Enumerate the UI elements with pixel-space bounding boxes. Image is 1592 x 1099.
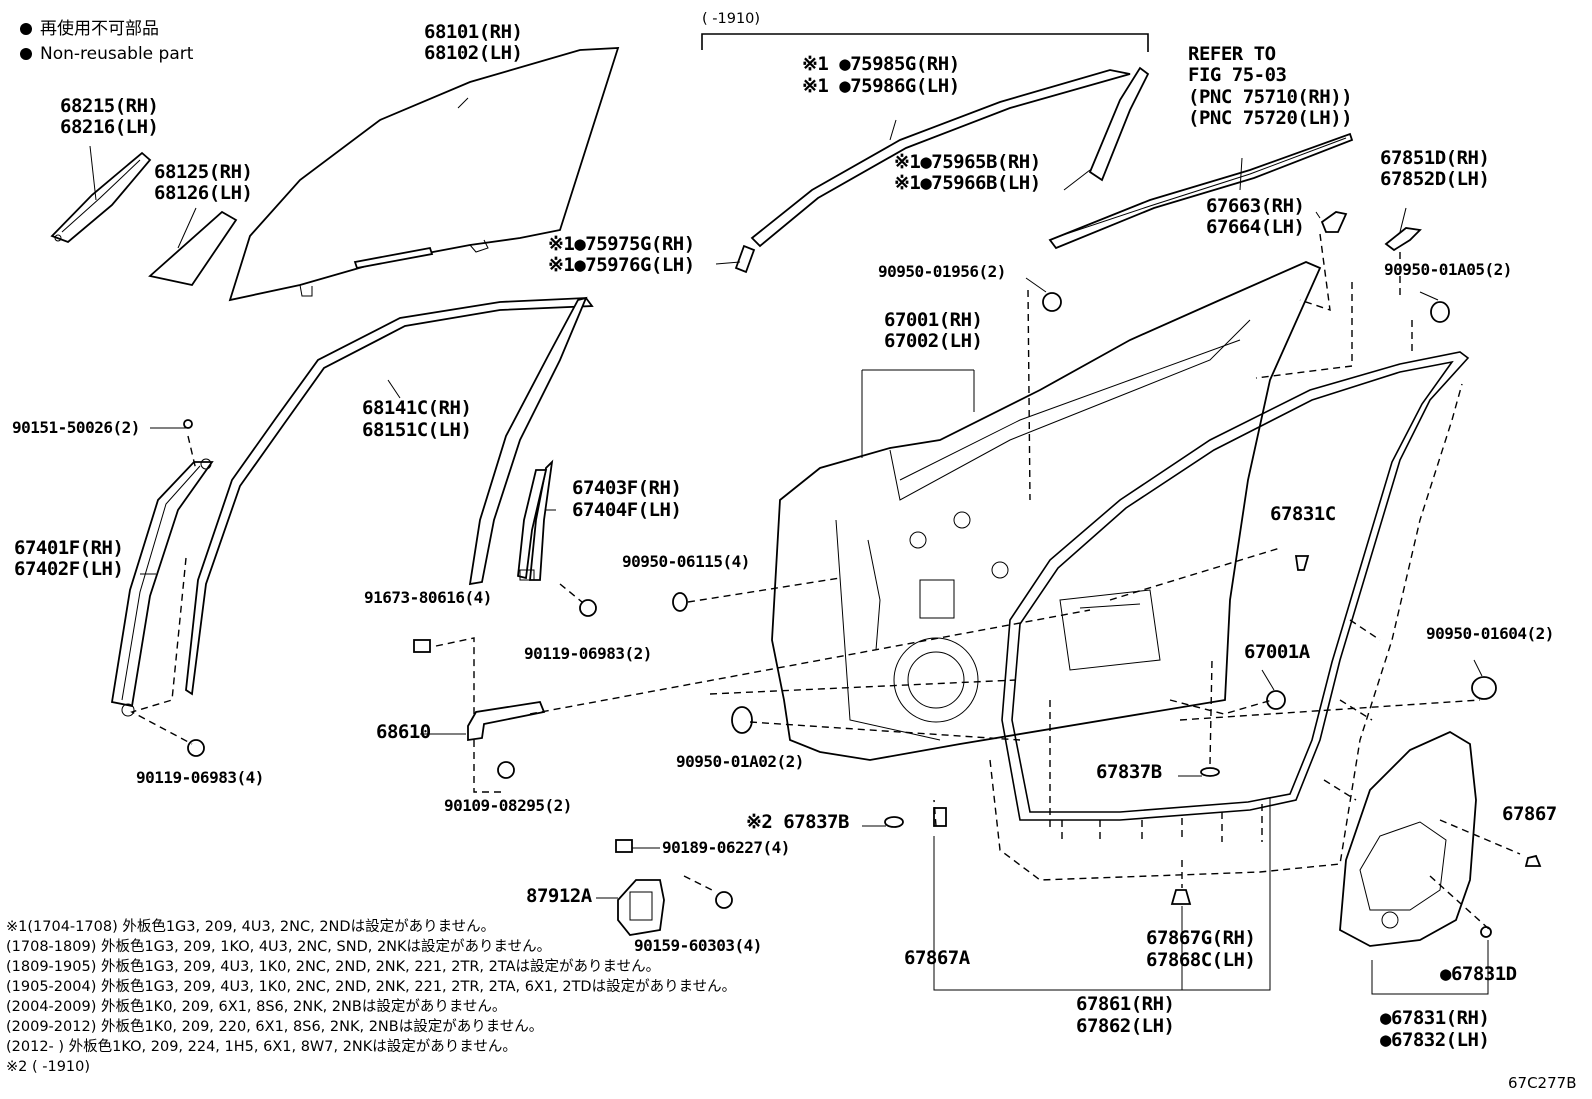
- part-label[interactable]: ※2 67837B: [746, 811, 849, 833]
- reference-label[interactable]: (PNC 75710(RH)): [1188, 86, 1353, 108]
- reference-label[interactable]: FIG 75-03: [1188, 64, 1287, 86]
- part-label[interactable]: 68126(LH): [154, 182, 253, 204]
- bullet-icon: [20, 48, 32, 60]
- footnote: (1708-1809) 外板色1G3, 209, 1KO, 4U3, 2NC, …: [6, 939, 552, 955]
- part-label[interactable]: 68102(LH): [424, 42, 523, 64]
- part-label[interactable]: 67664(LH): [1206, 216, 1305, 238]
- part-label[interactable]: 68125(RH): [154, 161, 253, 183]
- part-label[interactable]: 67001A: [1244, 641, 1310, 663]
- part-label[interactable]: ●67831(RH): [1380, 1007, 1490, 1029]
- part-label[interactable]: ※1●75966B(LH): [894, 172, 1041, 194]
- mirror-seal: [1320, 211, 1348, 233]
- part-label[interactable]: 67403F(RH): [572, 477, 682, 499]
- part-label[interactable]: 67837B: [1096, 761, 1162, 783]
- part-label[interactable]: 67868C(LH): [1146, 949, 1256, 971]
- corner-garnish: [734, 244, 756, 274]
- part-label[interactable]: 68151C(LH): [362, 419, 472, 441]
- footnote: (1905-2004) 外板色1G3, 209, 4U3, 1K0, 2NC, …: [6, 979, 737, 995]
- part-label[interactable]: 67867: [1502, 803, 1557, 825]
- part-label[interactable]: 67401F(RH): [14, 537, 124, 559]
- part-label[interactable]: 90950-01A02(2): [676, 752, 804, 771]
- part-label[interactable]: ●67831D: [1440, 963, 1517, 985]
- part-label[interactable]: 68610: [376, 721, 431, 743]
- part-label[interactable]: 67002(LH): [884, 330, 983, 352]
- part-label[interactable]: 90189-06227(4): [662, 838, 790, 857]
- part-label[interactable]: 67861(RH): [1076, 993, 1175, 1015]
- part-label[interactable]: ●67832(LH): [1380, 1029, 1490, 1051]
- part-label[interactable]: 90119-06983(2): [524, 644, 652, 663]
- footnote: (2012- ) 外板色1KO, 209, 224, 1H5, 6X1, 8W7…: [6, 1039, 517, 1055]
- part-label[interactable]: 68141C(RH): [362, 397, 472, 419]
- part-label[interactable]: ※1 ●75985G(RH): [802, 53, 960, 75]
- door-opening-weatherstrip: [1001, 351, 1470, 821]
- door-bracket: [1384, 227, 1422, 252]
- part-label[interactable]: 67867G(RH): [1146, 927, 1256, 949]
- pillar-garnish: [1088, 66, 1150, 182]
- part-label[interactable]: 67862(LH): [1076, 1015, 1175, 1037]
- part-label[interactable]: 67851D(RH): [1380, 147, 1490, 169]
- assembly-lines: [130, 233, 1521, 931]
- quarter-glass: [148, 210, 238, 287]
- footnote: ※1(1704-1708) 外板色1G3, 209, 4U3, 2NC, 2ND…: [6, 919, 496, 935]
- door-check: [467, 701, 546, 742]
- fasteners: [183, 292, 1542, 938]
- reference-label[interactable]: REFER TO: [1188, 43, 1276, 65]
- door-panel: [771, 261, 1322, 761]
- part-label[interactable]: ※1●75975G(RH): [548, 233, 695, 255]
- reference-label[interactable]: (PNC 75720(LH)): [1188, 107, 1353, 129]
- part-label[interactable]: 90109-08295(2): [444, 796, 572, 815]
- quarter-glass-frame: [50, 151, 152, 244]
- bracket-date-label: ( -1910): [702, 11, 761, 27]
- part-label[interactable]: 67867A: [904, 947, 970, 969]
- part-label[interactable]: 67404F(LH): [572, 499, 682, 521]
- part-label[interactable]: 87912A: [526, 885, 592, 907]
- speaker-bracket: [617, 879, 665, 936]
- front-channel: [517, 459, 554, 581]
- leader-lines: [89, 97, 1489, 995]
- footnote: ※2 ( -1910): [6, 1059, 91, 1075]
- part-label[interactable]: 67663(RH): [1206, 195, 1305, 217]
- part-label[interactable]: 91673-80616(4): [364, 588, 492, 607]
- part-label[interactable]: 67402F(LH): [14, 558, 124, 580]
- legend-item-jp: 再使用不可部品: [20, 18, 159, 40]
- service-hole-cover: [1339, 730, 1477, 947]
- part-label[interactable]: 68216(LH): [60, 116, 159, 138]
- part-label[interactable]: 90119-06983(4): [136, 768, 264, 787]
- part-label[interactable]: 68101(RH): [424, 21, 523, 43]
- part-label[interactable]: 67852D(LH): [1380, 168, 1490, 190]
- footnote: (2004-2009) 外板色1K0, 209, 6X1, 8S6, 2NK, …: [6, 999, 507, 1015]
- rear-channel: [110, 458, 214, 717]
- part-label[interactable]: 67831C: [1270, 503, 1336, 525]
- part-label[interactable]: 90159-60303(4): [634, 936, 762, 955]
- part-label[interactable]: 90950-01956(2): [878, 262, 1006, 281]
- figure-code: 67C277B: [1508, 1074, 1577, 1092]
- part-label[interactable]: 67001(RH): [884, 309, 983, 331]
- part-label[interactable]: ※1 ●75986G(LH): [802, 75, 960, 97]
- legend-item-en: Non-reusable part: [20, 43, 193, 65]
- part-label[interactable]: 90950-01A05(2): [1384, 260, 1512, 279]
- door-glass: [228, 47, 620, 302]
- footnote: (1809-1905) 外板色1G3, 209, 4U3, 1K0, 2NC, …: [6, 959, 661, 975]
- bullet-icon: [20, 23, 32, 35]
- outer-weatherstrip: [1048, 132, 1354, 250]
- part-label[interactable]: ※1●75965B(RH): [894, 151, 1041, 173]
- footnote: (2009-2012) 外板色1K0, 209, 220, 6X1, 8S6, …: [6, 1019, 544, 1035]
- date-bracket: [701, 33, 1149, 52]
- part-label[interactable]: ※1●75976G(LH): [548, 254, 695, 276]
- part-label[interactable]: 90950-06115(4): [622, 552, 750, 571]
- glass-run: [185, 296, 594, 696]
- part-label[interactable]: 68215(RH): [60, 95, 159, 117]
- part-label[interactable]: 90151-50026(2): [12, 418, 140, 437]
- belt-moulding: [750, 69, 1131, 248]
- part-label[interactable]: 90950-01604(2): [1426, 624, 1554, 643]
